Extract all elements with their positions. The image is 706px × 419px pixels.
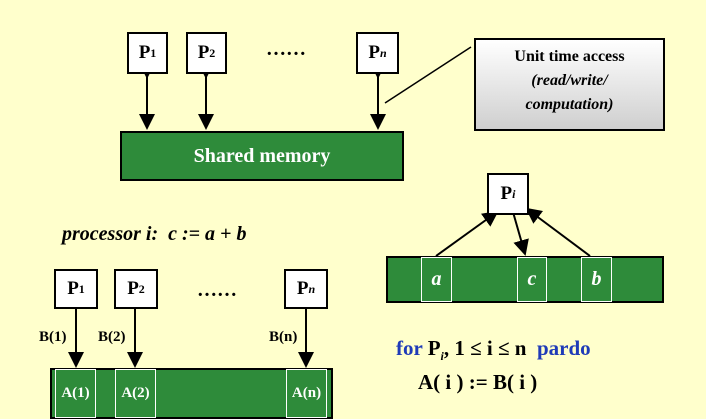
memory-bar-bottom [50, 368, 333, 419]
caption-label: processor i: [62, 223, 159, 245]
code-line2: A( i ) := B( i ) [418, 370, 538, 394]
code-processor: P [427, 336, 441, 360]
callout-line [384, 46, 472, 104]
memory-cell-a1: A(1) [55, 369, 96, 418]
ellipsis-top: …… [266, 38, 306, 60]
shared-memory-label: Shared memory [193, 144, 331, 167]
processor-label: P [67, 278, 79, 299]
processor-label: P [127, 278, 139, 299]
arrow-pi-to-c [512, 211, 529, 256]
keyword-for: for [396, 336, 423, 360]
code-processor-subscript: i [440, 349, 444, 364]
processor-label: P [500, 183, 513, 204]
processor-label: P [368, 42, 380, 63]
processor-i-caption: processor i: c := a + b [62, 223, 246, 246]
code-range: , 1 ≤ i ≤ n [443, 336, 527, 360]
note-line3: computation) [525, 96, 614, 113]
input-b1: B(1) [39, 329, 67, 345]
processor-label: P [197, 42, 210, 63]
code-line1: for Pi, 1 ≤ i ≤ n pardo [396, 336, 591, 364]
input-b2: B(2) [98, 329, 126, 345]
ellipsis-bottom: …… [197, 279, 237, 301]
keyword-pardo: pardo [536, 336, 591, 360]
memory-cell-a2: A(2) [115, 369, 156, 418]
processor-label: P [138, 42, 151, 63]
caption-expression: c := a + b [168, 223, 247, 245]
arrow-b-to-pi [525, 207, 591, 257]
input-bn: B(n) [269, 329, 298, 345]
memory-cell-an: A(n) [286, 369, 327, 418]
note-line1: Unit time access [514, 48, 625, 65]
shared-memory-bar: Shared memory [120, 131, 404, 181]
memory-cell-c: c [517, 257, 547, 302]
memory-cell-b: b [581, 257, 612, 302]
unit-time-note: Unit time access (read/write/ computatio… [474, 38, 665, 131]
arrow-a-to-pi [435, 210, 499, 257]
processor-label: P [296, 278, 309, 299]
memory-cell-a: a [421, 257, 452, 302]
note-line2: (read/write/ [531, 72, 608, 89]
